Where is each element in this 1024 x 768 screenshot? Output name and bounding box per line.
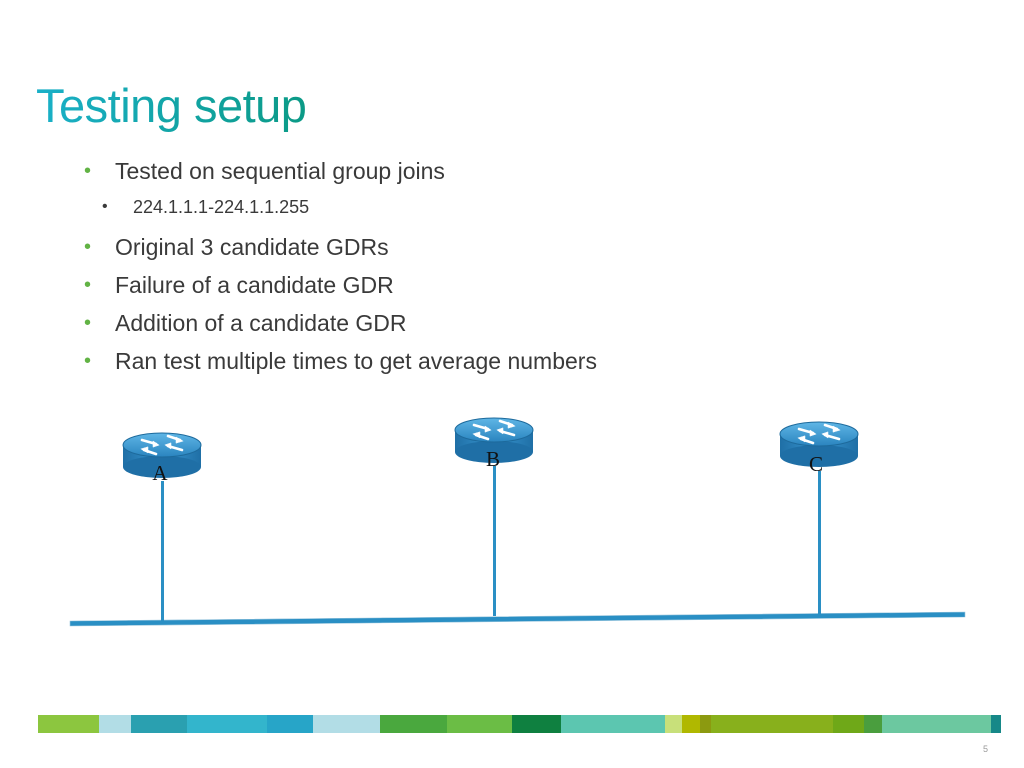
bullet-text: Addition of a candidate GDR	[115, 310, 407, 336]
stripe-segment	[267, 715, 313, 733]
router-label-c: C	[809, 452, 823, 476]
link-line-a	[161, 481, 164, 622]
bullet-text: Ran test multiple times to get average n…	[115, 348, 597, 374]
link-line-c	[818, 471, 821, 614]
bullet-item: • Ran test multiple times to get average …	[84, 342, 597, 380]
router-c: C	[778, 420, 860, 476]
bullet-list: • Tested on sequential group joins • 224.1…	[84, 152, 597, 380]
stripe-segment	[882, 715, 991, 733]
lan-bus-line	[69, 611, 966, 627]
stripe-segment	[682, 715, 700, 733]
bullet-text: Failure of a candidate GDR	[115, 272, 394, 298]
sub-bullet-item: • 224.1.1.1-224.1.1.255	[102, 190, 597, 228]
stripe-segment	[313, 715, 380, 733]
stripe-segment	[131, 715, 187, 733]
bullet-dot-icon: •	[84, 236, 92, 258]
bullet-item: • Addition of a candidate GDR	[84, 304, 597, 342]
bullet-dot-icon: •	[84, 160, 92, 182]
link-line-b	[493, 466, 496, 616]
stripe-segment	[380, 715, 447, 733]
stripe-segment	[99, 715, 131, 733]
slide-title: Testing setup	[36, 79, 307, 132]
page-number: 5	[982, 744, 988, 754]
stripe-segment	[447, 715, 512, 733]
bullet-item: • Tested on sequential group joins	[84, 152, 597, 190]
bullet-item: • Original 3 candidate GDRs	[84, 228, 597, 266]
stripe-segment	[512, 715, 561, 733]
bullet-text: 224.1.1.1-224.1.1.255	[133, 197, 310, 217]
router-label-b: B	[486, 447, 500, 471]
stripe-segment	[711, 715, 833, 733]
router-b: B	[453, 416, 535, 471]
bullet-dot-icon: •	[84, 274, 92, 296]
bullet-text: Tested on sequential group joins	[115, 158, 445, 184]
stripe-segment	[991, 715, 1001, 733]
router-label-a: A	[152, 461, 168, 485]
stripe-segment	[833, 715, 864, 733]
bullet-item: • Failure of a candidate GDR	[84, 266, 597, 304]
bullet-text: Original 3 candidate GDRs	[115, 234, 389, 260]
stripe-segment	[665, 715, 682, 733]
stripe-segment	[561, 715, 665, 733]
bullet-dot-icon: •	[84, 350, 92, 372]
bullet-dot-icon: •	[102, 198, 108, 215]
bullet-dot-icon: •	[84, 312, 92, 334]
router-a: A	[121, 431, 203, 485]
stripe-segment	[38, 715, 99, 733]
stripe-segment	[700, 715, 711, 733]
stripe-segment	[187, 715, 267, 733]
footer-color-stripe	[38, 715, 1001, 733]
stripe-segment	[864, 715, 882, 733]
